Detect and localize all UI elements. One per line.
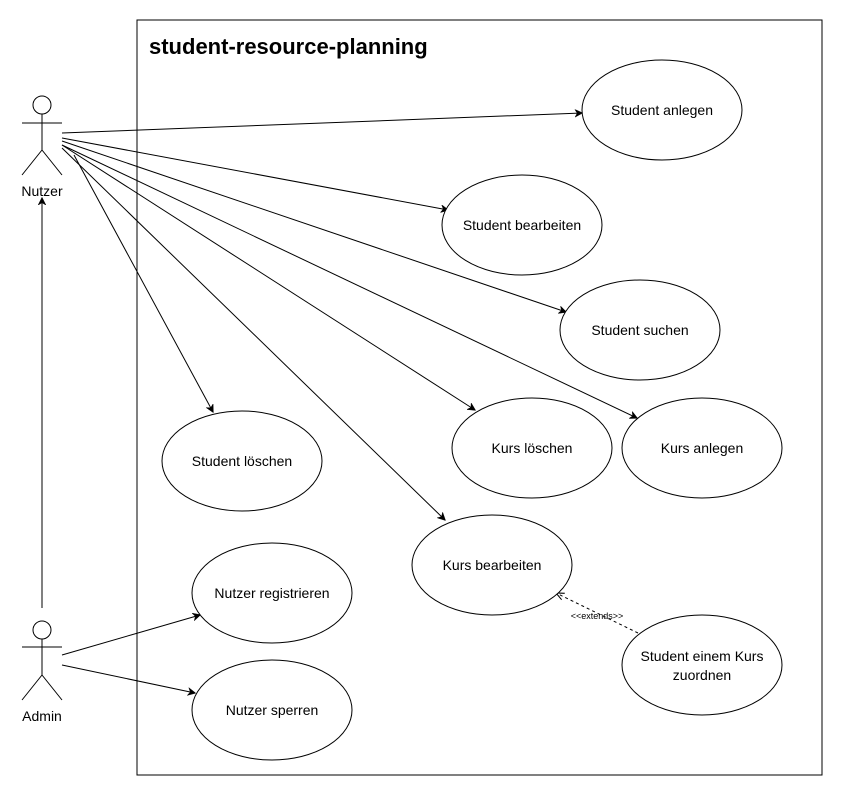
use-case-label: Nutzer sperren — [226, 702, 319, 718]
system-title: student-resource-planning — [149, 34, 428, 59]
actor-label: Nutzer — [21, 183, 63, 199]
assoc-nutzer-registrieren — [61, 615, 200, 656]
assoc-kurs-loeschen — [61, 144, 475, 410]
assoc-student-anlegen — [61, 113, 582, 134]
use-case-label: Student löschen — [192, 453, 292, 469]
assoc-student-loeschen — [73, 154, 213, 412]
use-case-student-zuordnen[interactable]: Student einem Kurs zuordnen — [621, 614, 783, 716]
assoc-nutzer-sperren — [61, 664, 195, 693]
nutzer-associations — [61, 113, 637, 520]
use-case-label: Kurs löschen — [492, 440, 573, 456]
use-case-nutzer-sperren[interactable]: Nutzer sperren — [191, 659, 353, 761]
extends-label: <<extends>> — [571, 611, 624, 621]
use-case-nutzer-registrieren[interactable]: Nutzer registrieren — [191, 542, 353, 644]
actor-label: Admin — [22, 708, 62, 724]
use-case-label-line2: zuordnen — [673, 667, 731, 683]
assoc-kurs-anlegen — [61, 144, 637, 418]
use-case-kurs-bearbeiten[interactable]: Kurs bearbeiten — [411, 514, 573, 616]
use-case-kurs-loeschen[interactable]: Kurs löschen — [451, 397, 613, 499]
use-case-label: Kurs bearbeiten — [443, 557, 542, 573]
use-case-label-line1: Student einem Kurs — [641, 648, 764, 664]
actor-nutzer[interactable]: Nutzer — [21, 95, 63, 199]
use-case-student-loeschen[interactable]: Student löschen — [161, 410, 323, 512]
admin-associations — [61, 615, 200, 693]
use-case-label: Nutzer registrieren — [214, 585, 329, 601]
use-case-student-suchen[interactable]: Student suchen — [559, 279, 721, 381]
use-case-student-bearbeiten[interactable]: Student bearbeiten — [441, 174, 603, 276]
assoc-kurs-bearbeiten — [61, 147, 445, 520]
assoc-student-suchen — [61, 140, 566, 312]
use-case-label: Student anlegen — [611, 102, 713, 118]
use-case-label: Student bearbeiten — [463, 217, 581, 233]
actor-head — [32, 95, 52, 115]
use-case-student-anlegen[interactable]: Student anlegen — [581, 59, 743, 161]
use-case-kurs-anlegen[interactable]: Kurs anlegen — [621, 397, 783, 499]
actor-head — [32, 620, 52, 640]
assoc-student-bearbeiten — [61, 137, 448, 210]
actor-admin[interactable]: Admin — [21, 620, 63, 724]
use-case-label: Student suchen — [591, 322, 688, 338]
use-case-label: Kurs anlegen — [661, 440, 744, 456]
